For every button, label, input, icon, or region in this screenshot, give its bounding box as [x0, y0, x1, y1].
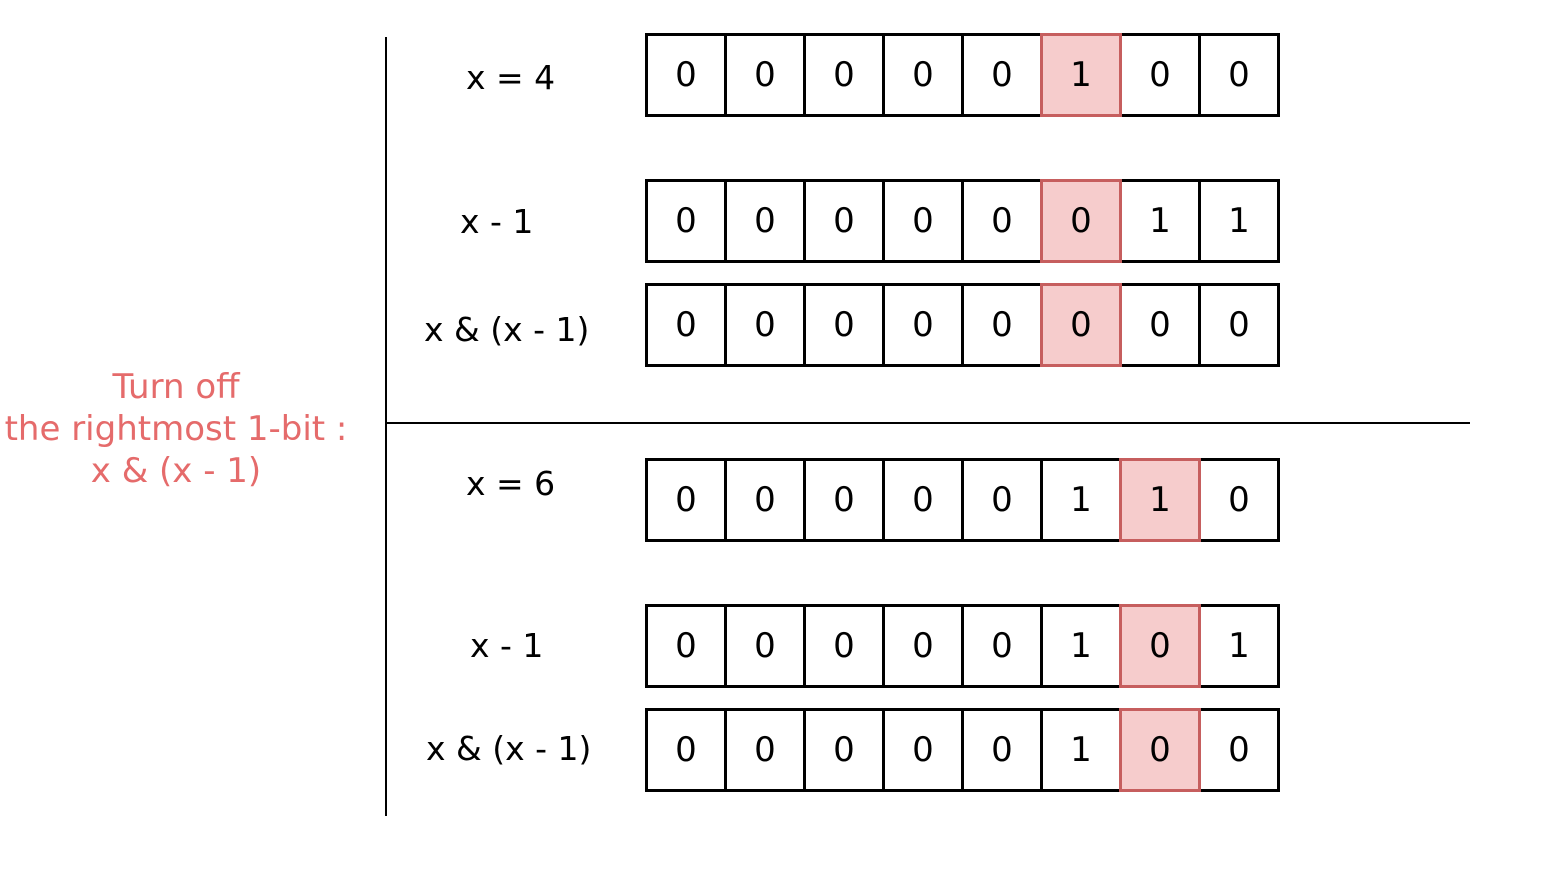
bit-cell-highlighted: 0 [1119, 708, 1201, 792]
bit-cell: 0 [1198, 283, 1280, 367]
bit-cell: 0 [645, 33, 727, 117]
row-label-x-eq-4: x = 4 [466, 58, 556, 97]
bit-cell: 0 [1198, 458, 1280, 542]
bit-cell: 0 [645, 708, 727, 792]
bit-cell-highlighted: 1 [1119, 458, 1201, 542]
bit-cell: 1 [1040, 458, 1122, 542]
bit-cell-highlighted: 0 [1040, 283, 1122, 367]
horizontal-divider [387, 422, 1470, 424]
bit-cell: 0 [645, 604, 727, 688]
bit-cell: 0 [882, 458, 964, 542]
bit-cell: 0 [882, 283, 964, 367]
bit-cell: 0 [724, 708, 806, 792]
bit-cell-highlighted: 0 [1119, 604, 1201, 688]
bit-cell: 0 [803, 458, 885, 542]
bit-cell: 0 [882, 33, 964, 117]
title-line-3: x & (x - 1) [90, 451, 262, 491]
bit-cell: 1 [1198, 604, 1280, 688]
bit-cell: 0 [803, 179, 885, 263]
bit-cell: 0 [724, 604, 806, 688]
bit-cell: 1 [1119, 179, 1201, 263]
bit-cell: 0 [803, 708, 885, 792]
bit-cell: 0 [961, 604, 1043, 688]
title-line-2: the rightmost 1-bit : [4, 409, 348, 449]
bit-cell: 0 [645, 458, 727, 542]
bit-cell: 1 [1040, 604, 1122, 688]
bit-cell: 0 [961, 458, 1043, 542]
bit-cell: 0 [724, 33, 806, 117]
bit-cell: 1 [1198, 179, 1280, 263]
bit-cell: 0 [961, 179, 1043, 263]
bit-cell: 0 [724, 283, 806, 367]
bit-cell: 0 [803, 283, 885, 367]
bit-cell: 0 [882, 604, 964, 688]
bit-cell: 0 [961, 708, 1043, 792]
bit-cell: 0 [724, 179, 806, 263]
bit-cell: 0 [803, 33, 885, 117]
bit-cell: 0 [1198, 33, 1280, 117]
diagram-title: Turn off the rightmost 1-bit : x & (x - … [0, 366, 352, 492]
title-line-1: Turn off [112, 367, 240, 407]
bit-cell: 0 [645, 179, 727, 263]
bit-cell: 0 [882, 179, 964, 263]
bit-cell: 0 [803, 604, 885, 688]
row-label-x-and-x-minus-1: x & (x - 1) [424, 310, 590, 349]
bit-cell: 0 [645, 283, 727, 367]
row-label-x-minus-1: x - 1 [460, 202, 534, 241]
row-label-x-and-x-minus-1: x & (x - 1) [426, 729, 592, 768]
row-label-x-eq-6: x = 6 [466, 464, 556, 503]
bit-cell: 0 [1198, 708, 1280, 792]
bit-cell: 0 [724, 458, 806, 542]
bit-cell: 0 [961, 283, 1043, 367]
vertical-divider [385, 37, 387, 816]
bit-cell: 0 [882, 708, 964, 792]
bit-cell: 0 [1119, 33, 1201, 117]
bit-cell: 1 [1040, 708, 1122, 792]
bit-cell-highlighted: 1 [1040, 33, 1122, 117]
row-label-x-minus-1: x - 1 [470, 626, 544, 665]
bit-cell-highlighted: 0 [1040, 179, 1122, 263]
bit-cell: 0 [1119, 283, 1201, 367]
bit-cell: 0 [961, 33, 1043, 117]
